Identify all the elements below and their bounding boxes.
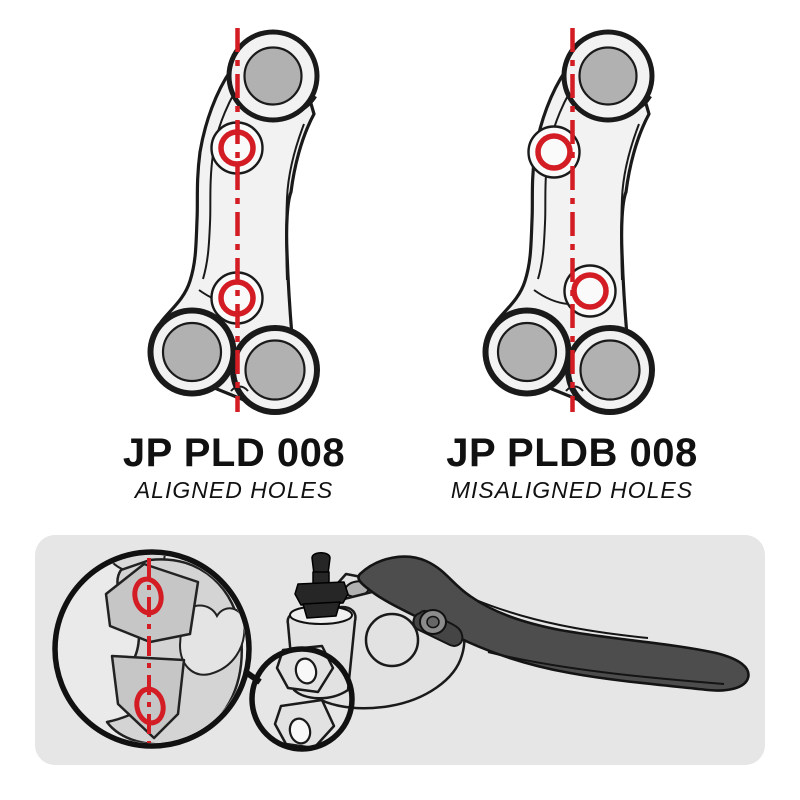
body-knuckle	[364, 612, 420, 668]
zoomed-lower-lug	[110, 654, 186, 740]
bleeder-bolt	[294, 552, 349, 619]
lever-top-crease	[475, 599, 649, 639]
hole-marker-bottom-right	[571, 272, 609, 310]
figure-label-right: JP PLDB 008 MISALIGNED HOLES	[372, 432, 772, 503]
clamp-hole-lower	[288, 717, 312, 745]
clamp-hole-upper	[294, 657, 318, 685]
adapter-plate-right	[486, 28, 653, 412]
master-cylinder	[273, 552, 750, 750]
bolt-tip	[311, 552, 331, 575]
lever-blade	[357, 555, 750, 692]
bolt-hex-nut	[294, 581, 349, 606]
detail-panel	[35, 535, 765, 765]
zoomed-upper-lug	[104, 562, 200, 644]
product-code-left: JP PLD 008	[122, 431, 346, 475]
clamp-bracket	[273, 644, 336, 750]
product-caption-left: ALIGNED HOLES	[134, 477, 334, 503]
callout-circle	[249, 646, 355, 752]
pivot-bushing-core	[426, 615, 440, 629]
hole-marker-top-left	[218, 129, 256, 167]
hole-marker-bottom-left	[218, 279, 256, 317]
figure-label-left: JP PLD 008 ALIGNED HOLES	[34, 432, 434, 503]
magnifier-circle	[52, 549, 252, 749]
product-code-right: JP PLDB 008	[446, 431, 698, 475]
bolt-base	[302, 601, 341, 619]
zoomed-hole-marker-top	[132, 576, 164, 616]
product-caption-right: MISALIGNED HOLES	[450, 477, 694, 503]
zoomed-hole-marker-bottom	[134, 686, 166, 726]
adapter-plate-left	[151, 28, 318, 412]
hole-marker-top-right	[535, 133, 573, 171]
magnified-detail	[104, 555, 246, 743]
lever-thickness-line	[487, 651, 725, 685]
